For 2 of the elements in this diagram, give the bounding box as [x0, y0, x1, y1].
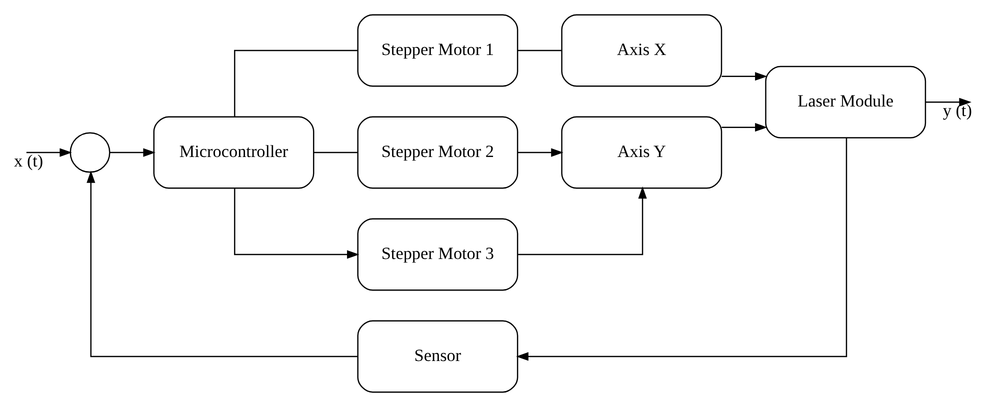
edge-label: x (t) — [14, 150, 44, 170]
edge-label: y (t) — [942, 100, 972, 120]
